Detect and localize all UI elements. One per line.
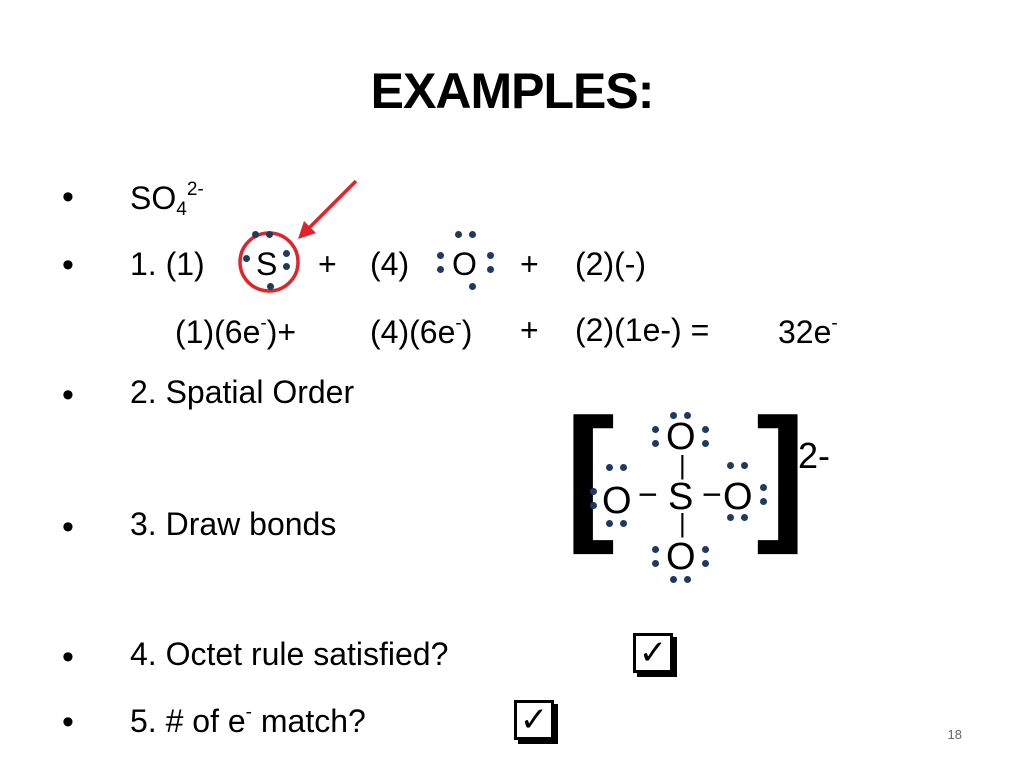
right-bracket: ] bbox=[756, 387, 806, 555]
electron-dot bbox=[590, 488, 597, 495]
oxygen-right: O bbox=[723, 476, 753, 518]
sulfur-center: S bbox=[668, 476, 694, 518]
step-octet-rule: 4. Octet rule satisfied? bbox=[130, 636, 449, 672]
electron-dot bbox=[437, 252, 444, 259]
page-number: 18 bbox=[947, 727, 962, 742]
slide-title: EXAMPLES: bbox=[370, 63, 655, 119]
electron-dot bbox=[606, 520, 613, 527]
oxygen-coefficient: (4) bbox=[370, 246, 410, 282]
bullet-marker: • bbox=[62, 178, 74, 216]
electron-dot bbox=[266, 231, 273, 238]
electron-dot bbox=[652, 546, 659, 553]
bond-bottom: | bbox=[679, 508, 686, 538]
electron-count-oxygen: (4)(6e-) bbox=[370, 313, 473, 350]
ion-charge: 2- bbox=[798, 435, 831, 476]
electron-total: 32e- bbox=[778, 313, 838, 350]
electron-dot bbox=[455, 231, 462, 238]
electron-dot bbox=[760, 484, 767, 491]
sulfur-symbol: S bbox=[256, 246, 278, 282]
electron-dot bbox=[670, 412, 677, 419]
electron-dot bbox=[243, 255, 250, 262]
bullet-marker: • bbox=[62, 246, 74, 284]
bullet-marker: • bbox=[62, 703, 74, 741]
red-arrow-icon bbox=[298, 179, 358, 239]
bullet-marker: • bbox=[62, 376, 74, 414]
step1-prefix: 1. (1) bbox=[130, 246, 205, 282]
bond-left: − bbox=[638, 476, 658, 514]
electron-dot bbox=[702, 560, 709, 567]
electron-dot bbox=[684, 576, 691, 583]
plus-sign: + bbox=[520, 312, 539, 348]
oxygen-bottom: O bbox=[666, 536, 696, 578]
oxygen-left: O bbox=[602, 480, 632, 522]
electron-dot bbox=[469, 283, 476, 290]
step-electron-match: 5. # of e- match? bbox=[130, 702, 366, 739]
electron-dot bbox=[684, 412, 691, 419]
electron-dot bbox=[702, 546, 709, 553]
bond-right: − bbox=[702, 476, 722, 514]
electron-dot bbox=[652, 426, 659, 433]
electron-dot bbox=[741, 514, 748, 521]
oxygen-top: O bbox=[666, 416, 696, 458]
electron-dot bbox=[760, 498, 767, 505]
electron-dot bbox=[267, 283, 274, 290]
octet-checkbox: ✓ bbox=[633, 633, 673, 673]
electron-match-checkbox: ✓ bbox=[514, 700, 554, 740]
electron-dot bbox=[283, 263, 290, 270]
electron-dot bbox=[741, 462, 748, 469]
electron-dot bbox=[652, 440, 659, 447]
charge-term: (2)(-) bbox=[575, 246, 647, 282]
electron-dot bbox=[702, 440, 709, 447]
electron-dot bbox=[727, 514, 734, 521]
electron-count-sulfur: (1)(6e-)+ bbox=[175, 313, 297, 350]
electron-dot bbox=[620, 464, 627, 471]
electron-dot bbox=[670, 576, 677, 583]
plus-sign: + bbox=[318, 246, 337, 282]
step-draw-bonds: 3. Draw bonds bbox=[130, 506, 337, 542]
electron-dot bbox=[437, 266, 444, 273]
electron-dot bbox=[487, 252, 494, 259]
electron-dot bbox=[487, 266, 494, 273]
electron-count-charge: (2)(1e-) = bbox=[575, 312, 710, 348]
electron-dot bbox=[469, 231, 476, 238]
electron-dot bbox=[727, 462, 734, 469]
plus-sign: + bbox=[520, 246, 539, 282]
oxygen-symbol: O bbox=[452, 246, 477, 282]
electron-dot bbox=[283, 250, 290, 257]
bond-top: | bbox=[679, 450, 686, 480]
bullet-marker: • bbox=[62, 638, 74, 676]
step-spatial-order: 2. Spatial Order bbox=[130, 374, 355, 410]
bullet-so4: SO42- bbox=[130, 179, 204, 220]
electron-dot bbox=[606, 464, 613, 471]
bullet-marker: • bbox=[62, 508, 74, 546]
electron-dot bbox=[652, 560, 659, 567]
electron-dot bbox=[252, 231, 259, 238]
electron-dot bbox=[590, 502, 597, 509]
sulfate-lewis-structure: [ ] 2- O | S | O O − − O bbox=[560, 396, 860, 590]
electron-dot bbox=[620, 520, 627, 527]
electron-dot bbox=[702, 426, 709, 433]
